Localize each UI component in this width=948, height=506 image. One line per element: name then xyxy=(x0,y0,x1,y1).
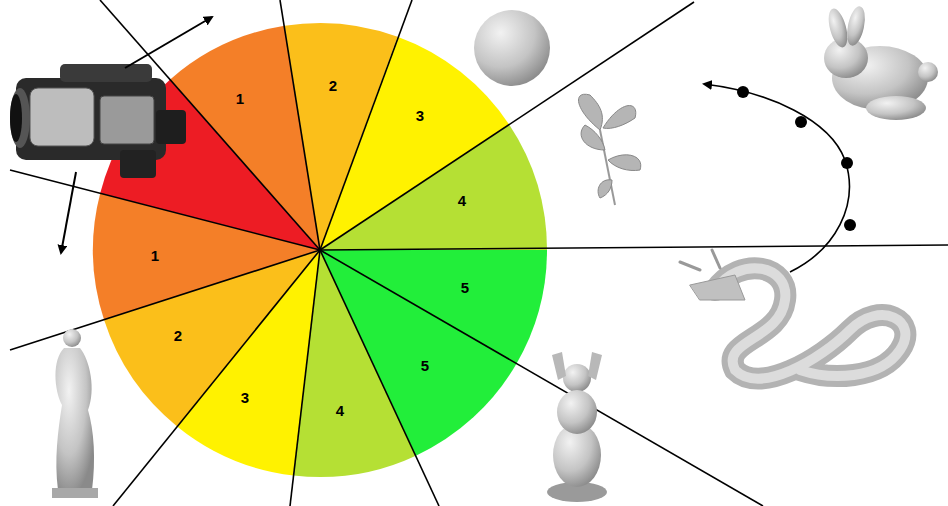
sector-number: 3 xyxy=(416,108,424,123)
dragon-model xyxy=(680,250,905,379)
motion-arrows xyxy=(61,17,212,253)
sector-rays xyxy=(10,0,948,506)
sector-number: 5 xyxy=(461,280,469,295)
sector-number: 5 xyxy=(421,358,429,373)
sector-number: 1 xyxy=(236,91,244,106)
sector-number: 4 xyxy=(458,193,466,208)
sector-number: 2 xyxy=(174,328,182,343)
sector-number: 3 xyxy=(241,390,249,405)
camera-path-arrow xyxy=(704,84,856,272)
sector-number: 2 xyxy=(329,78,337,93)
bunny-model xyxy=(824,5,938,120)
sphere-model xyxy=(474,10,550,86)
buddha-model xyxy=(547,352,607,502)
sector-number: 4 xyxy=(336,403,344,418)
camcorder xyxy=(10,64,186,178)
venus-statue xyxy=(52,329,98,498)
plant-model xyxy=(579,94,641,205)
sector-number: 1 xyxy=(151,248,159,263)
